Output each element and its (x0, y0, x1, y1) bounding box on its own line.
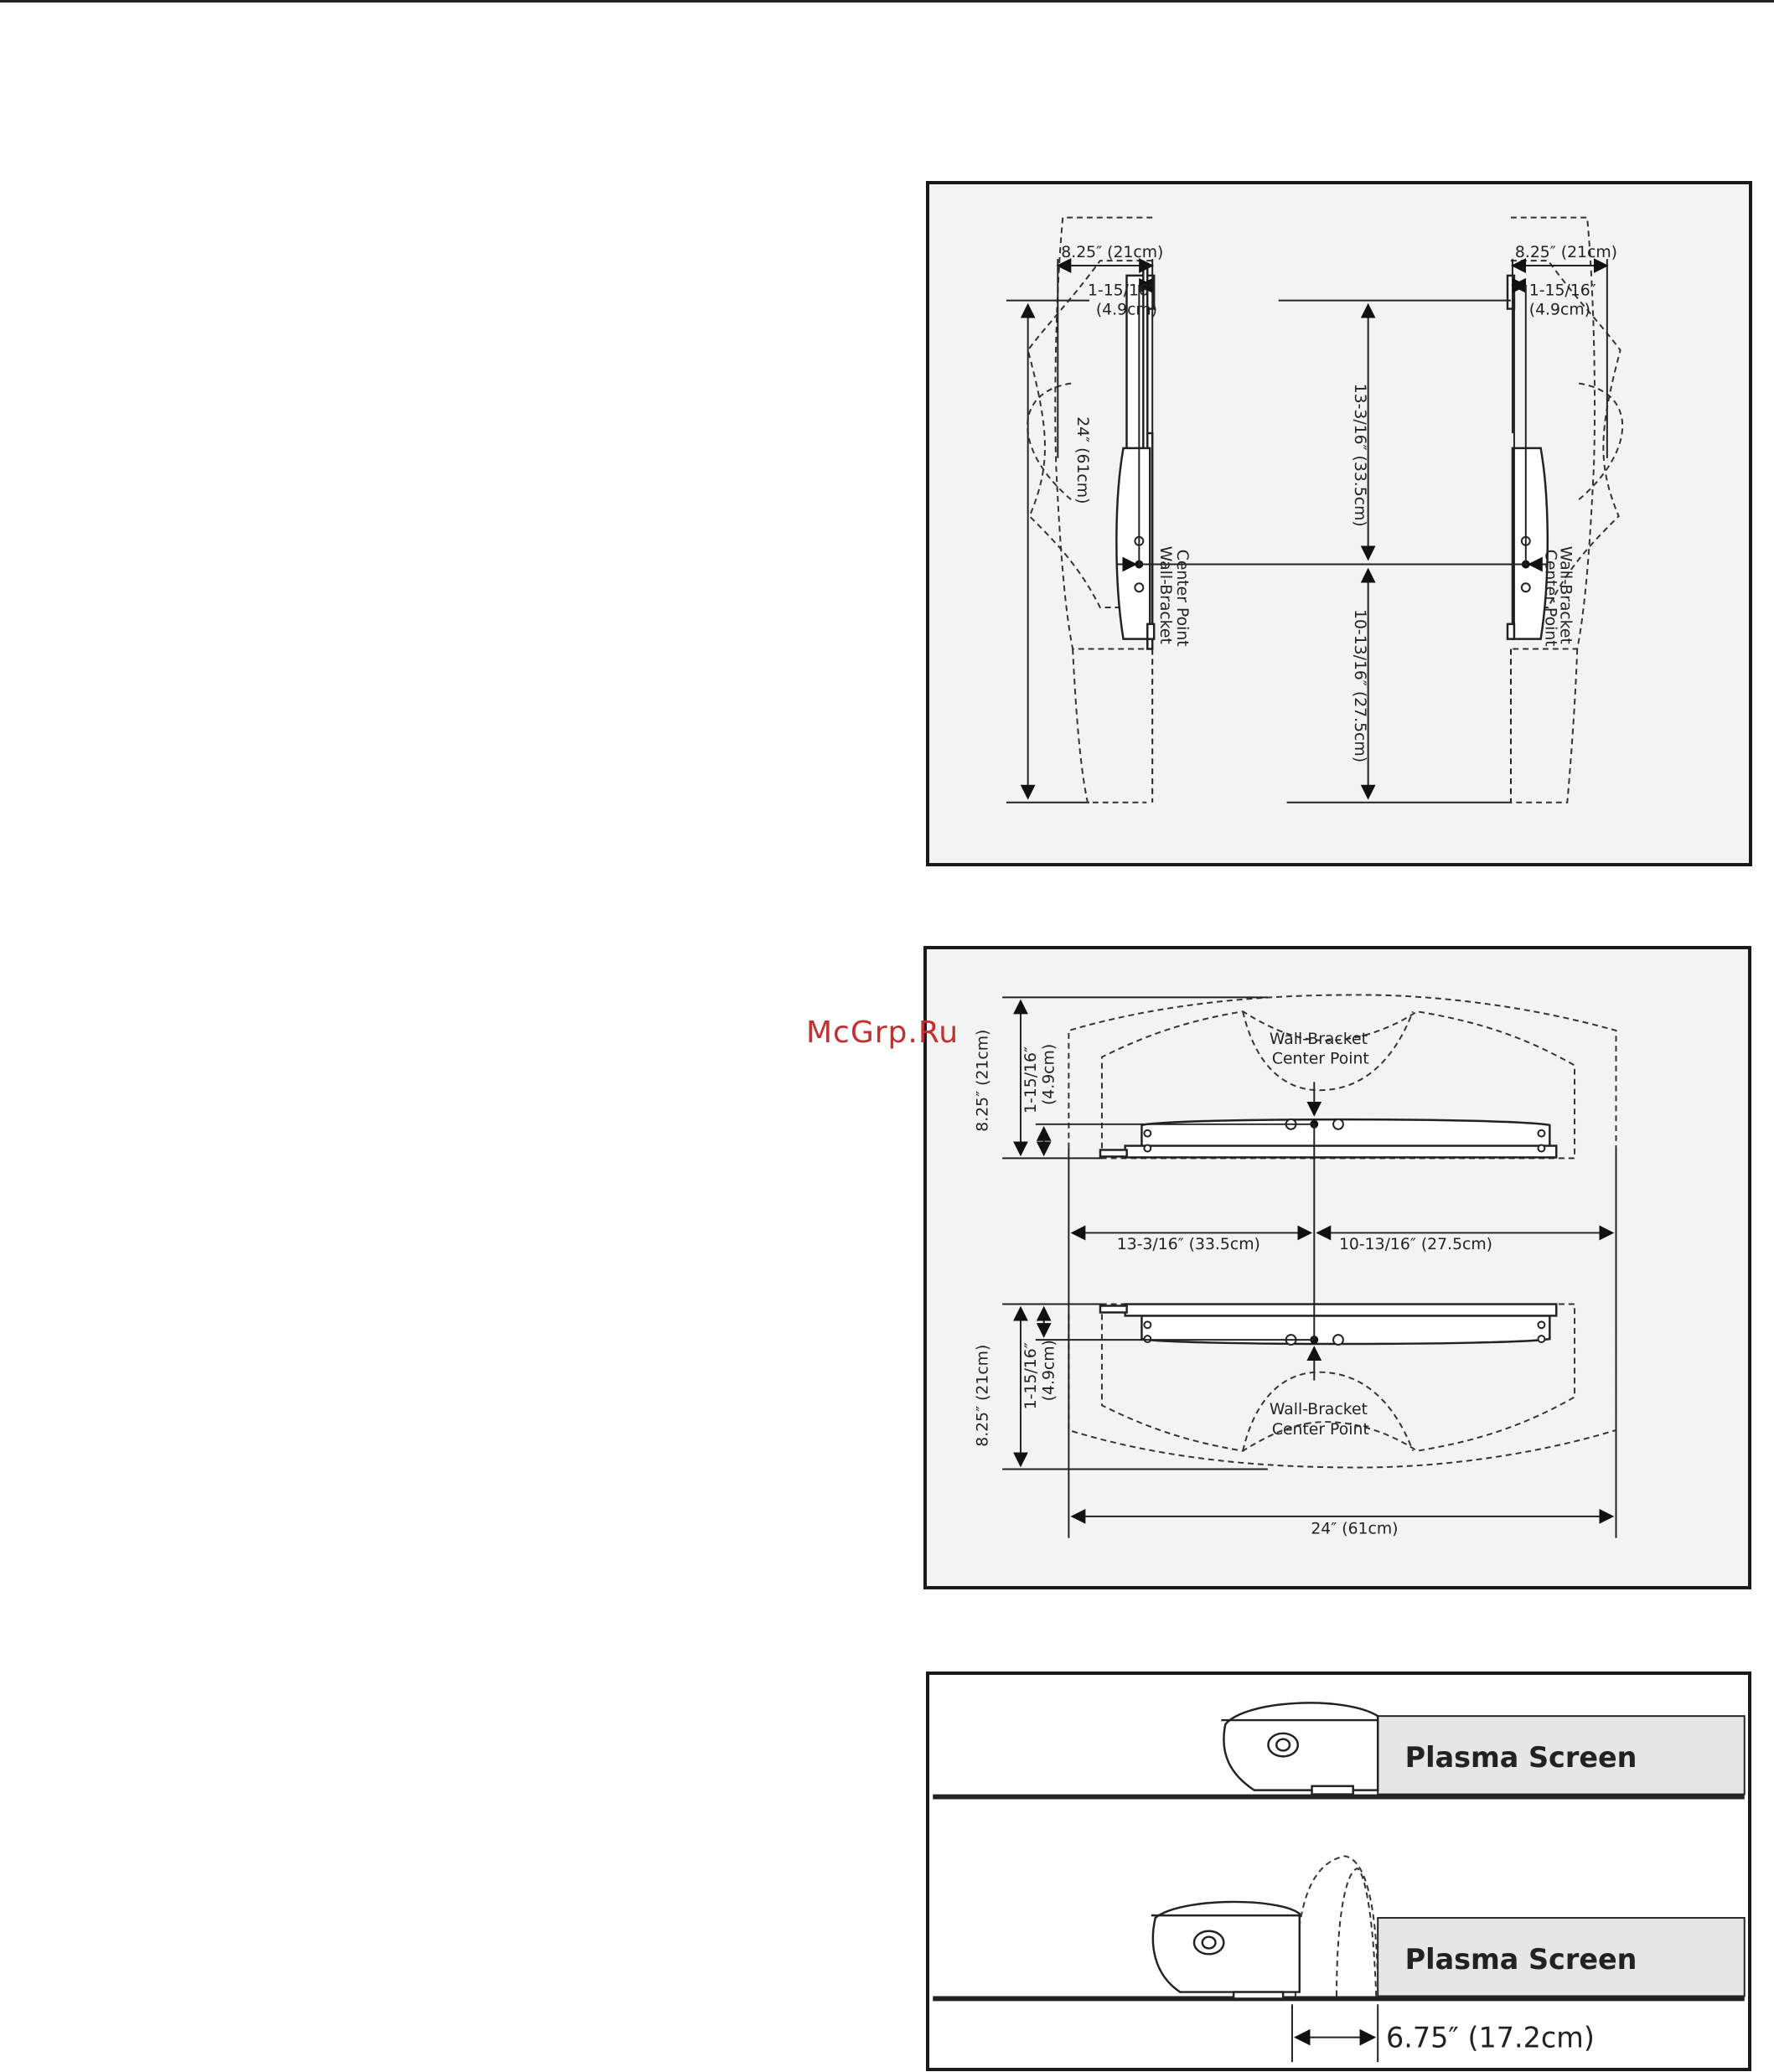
wall-line-top (933, 1794, 1745, 1800)
vertical-mount-diagram: 8.25″ (21cm) 8.25″ (21cm) 1-15/16″ (4.9c… (926, 181, 1752, 866)
top-height-label: 8.25″ (21cm) (974, 1030, 991, 1132)
bottom-center-line1: Wall-Bracket (1270, 1401, 1368, 1418)
horizontal-mount-diagram: 8.25″ (21cm) 1-15/16″ (4.9cm) Wall-Brack… (923, 946, 1751, 1589)
height-label: 24″ (61cm) (1073, 416, 1091, 504)
speaker-bottom-outer (1068, 1314, 1617, 1469)
width-label-right: 8.25″ (21cm) (1515, 244, 1617, 261)
center-point-right-line2: Center Point (1542, 550, 1559, 647)
lower-span-label: 10-13/16″ (27.5cm) (1351, 609, 1368, 762)
center-point-left-line2: Center Point (1173, 550, 1191, 647)
vertical-mount-drawing: 8.25″ (21cm) 8.25″ (21cm) 1-15/16″ (4.9c… (1006, 216, 1624, 803)
speaker-top-outer (1068, 994, 1617, 1149)
speaker-bottom-inner (1100, 1303, 1576, 1452)
speaker-arc-left (1027, 382, 1072, 501)
plasma-screen-label-bottom: Plasma Screen (1405, 1943, 1637, 1976)
top-center-line1: Wall-Bracket (1270, 1031, 1368, 1048)
left-span-label: 13-3/16″ (33.5cm) (1117, 1236, 1260, 1253)
total-width-label: 24″ (61cm) (1311, 1521, 1398, 1538)
top-rule (0, 0, 1774, 3)
offset-label-left-line1: 1-15/16″ (1088, 282, 1155, 300)
plasma-screen-top (1377, 1715, 1746, 1796)
speaker-top-inner (1100, 1010, 1576, 1160)
plasma-screen-label-top: Plasma Screen (1405, 1741, 1637, 1774)
watermark: McGrp.Ru (806, 1015, 959, 1050)
bottom-height-label: 8.25″ (21cm) (974, 1345, 991, 1447)
side-view-diagram: Plasma Screen Plasma Screen 6.75″ (17.2c… (926, 1672, 1751, 2071)
speaker-outline-outer-right (1510, 216, 1596, 650)
bottom-offset-line1: 1-15/16″ (1022, 1342, 1040, 1409)
center-dot-top (1310, 1119, 1319, 1129)
plasma-screen-bottom (1377, 1917, 1746, 1997)
center-point-left-line1: Wall-Bracket (1156, 546, 1174, 644)
speaker-outline-inner-left (1027, 260, 1153, 609)
top-center-line2: Center Point (1272, 1051, 1369, 1068)
speaker-bottom (1151, 1900, 1301, 1993)
upper-span-label: 13-3/16″ (33.5cm) (1351, 384, 1368, 527)
offset-label-left-line2: (4.9cm) (1096, 301, 1157, 318)
offset-label-right-line1: 1-15/16″ (1529, 282, 1596, 300)
width-label-left: 8.25″ (21cm) (1061, 244, 1163, 261)
top-offset-line2: (4.9cm) (1041, 1044, 1058, 1105)
clearance-label: 6.75″ (17.2cm) (1386, 2021, 1595, 2054)
wall-line-bottom (933, 1996, 1745, 2002)
horizontal-mount-drawing: 8.25″ (21cm) 1-15/16″ (4.9cm) Wall-Brack… (974, 994, 1617, 1538)
top-offset-line1: 1-15/16″ (1022, 1046, 1040, 1114)
center-point-right-line1: Wall-Bracket (1556, 546, 1574, 644)
offset-label-right-line2: (4.9cm) (1529, 301, 1590, 318)
speaker-outline-inner-right (1510, 260, 1621, 609)
right-span-label: 10-13/16″ (27.5cm) (1339, 1236, 1492, 1253)
bottom-offset-line2: (4.9cm) (1041, 1340, 1058, 1401)
side-view-drawing: Plasma Screen Plasma Screen 6.75″ (17.2c… (933, 1702, 1746, 2063)
bottom-center-line2: Center Point (1272, 1421, 1369, 1439)
speaker-top (1223, 1702, 1379, 1791)
bracket-bottom (1140, 1315, 1551, 1346)
